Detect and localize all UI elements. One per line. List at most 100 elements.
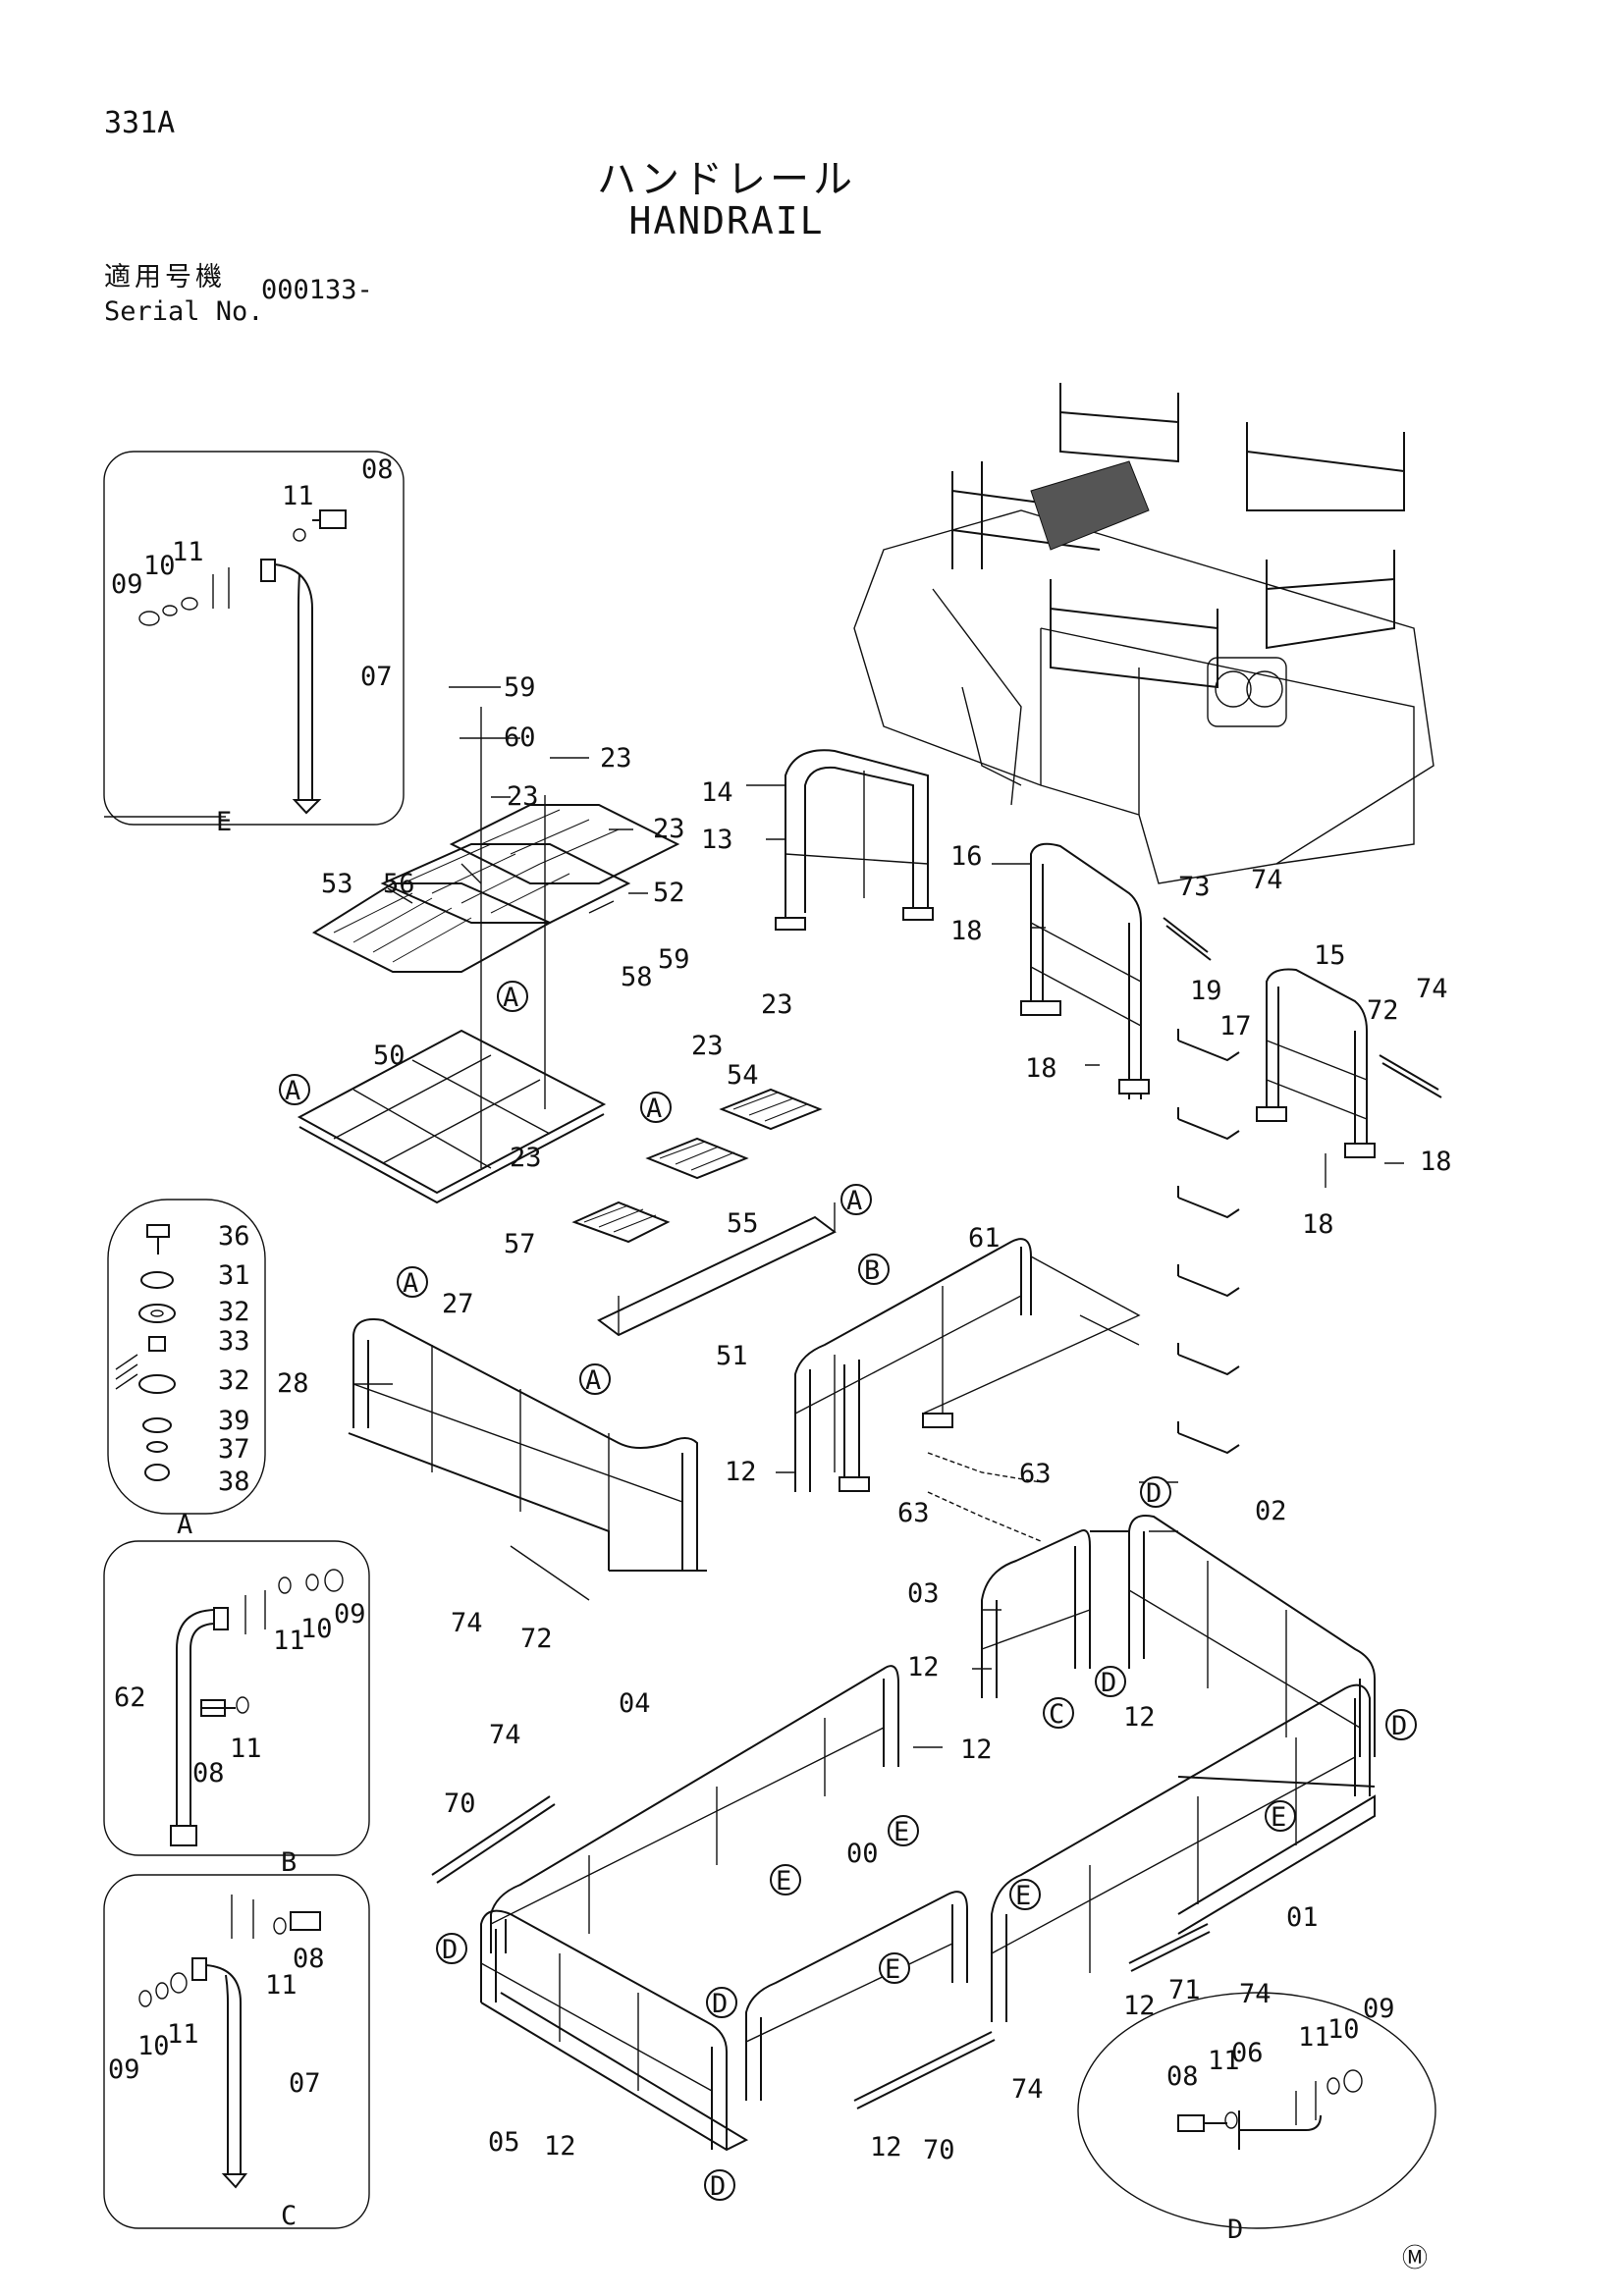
- callout-e-10: 10: [143, 551, 176, 581]
- ref-marker-a: A: [397, 1266, 428, 1299]
- ref-marker-a: A: [579, 1363, 611, 1396]
- ref-marker-a: A: [640, 1092, 672, 1124]
- svg-text:D: D: [1391, 1711, 1407, 1741]
- callout-12: 12: [1123, 1991, 1156, 2021]
- callout-c-11: 11: [167, 2019, 199, 2050]
- callout-d-08: 08: [1166, 2061, 1199, 2092]
- callout-23: 23: [507, 781, 539, 812]
- handrail-14: [775, 749, 934, 931]
- callout-d-11: 11: [1208, 2046, 1240, 2076]
- svg-text:A: A: [646, 1094, 662, 1124]
- ref-marker-a: A: [279, 1074, 310, 1106]
- detail-label-a: A: [177, 1510, 192, 1540]
- page-code: 331A: [104, 106, 176, 140]
- machine-upper-structure: [853, 383, 1435, 884]
- handrail-00: [745, 1891, 968, 2101]
- ref-marker-d: D: [1140, 1476, 1171, 1509]
- callout-b-11: 11: [273, 1626, 305, 1656]
- ref-marker-d: D: [1095, 1666, 1126, 1698]
- svg-text:D: D: [712, 1989, 728, 2019]
- ref-marker-d: D: [706, 1987, 737, 2019]
- callout-63: 63: [1019, 1459, 1052, 1489]
- detail-label-e: E: [216, 807, 232, 837]
- callout-b-62: 62: [114, 1682, 146, 1713]
- callouts-detail-b: 62 08 11 11 10 09 B: [114, 1599, 366, 1878]
- callout-18: 18: [1420, 1147, 1452, 1177]
- brackets-17: [1177, 1029, 1240, 1455]
- ref-marker-e: E: [879, 1952, 910, 1985]
- serial-label: Serial No.: [104, 296, 264, 327]
- callouts-detail-c: 08 11 11 10 09 07 C: [108, 1944, 325, 2231]
- svg-text:A: A: [503, 983, 518, 1013]
- callout-18: 18: [950, 916, 983, 946]
- svg-text:A: A: [285, 1076, 300, 1106]
- callout-d-10: 10: [1327, 2014, 1360, 2045]
- callout-18: 18: [1025, 1053, 1057, 1084]
- ref-marker-a: A: [497, 981, 528, 1013]
- callout-c-09: 09: [108, 2055, 140, 2085]
- leader-lines: [353, 686, 1404, 1748]
- callout-55: 55: [727, 1208, 759, 1239]
- callout-15: 15: [1314, 940, 1346, 971]
- handrail-27: [348, 1318, 707, 1601]
- callout-23: 23: [761, 989, 793, 1020]
- callout-a-32: 32: [218, 1297, 250, 1327]
- callout-63: 63: [897, 1498, 930, 1528]
- svg-text:A: A: [403, 1268, 418, 1299]
- callout-18: 18: [1302, 1209, 1334, 1240]
- callout-58: 58: [621, 962, 653, 992]
- callout-d-11: 11: [1298, 2022, 1330, 2053]
- callout-12: 12: [960, 1735, 993, 1765]
- callout-23: 23: [600, 743, 632, 774]
- callout-73: 73: [1178, 872, 1211, 902]
- callout-59: 59: [658, 944, 690, 975]
- callout-b-09: 09: [334, 1599, 366, 1629]
- ref-marker-a: A: [840, 1184, 872, 1216]
- ref-marker-e: E: [1265, 1800, 1296, 1833]
- walkway-frame-50: [297, 707, 607, 1204]
- svg-text:D: D: [442, 1935, 458, 1965]
- ref-marker-d: D: [704, 2169, 735, 2202]
- detail-view-c: [103, 1874, 370, 2229]
- callout-04: 04: [619, 1688, 651, 1719]
- handrail-03: [981, 1529, 1130, 1698]
- callout-74: 74: [1011, 2074, 1044, 2105]
- svg-text:C: C: [1049, 1699, 1064, 1730]
- detail-view-d: [1077, 1992, 1436, 2229]
- manufacturer-mark: Ⓜ: [1402, 2244, 1429, 2273]
- callout-56: 56: [383, 869, 415, 899]
- callout-12: 12: [907, 1652, 940, 1682]
- svg-text:E: E: [885, 1954, 900, 1985]
- callout-28: 28: [277, 1368, 309, 1399]
- callout-e-08: 08: [361, 454, 394, 485]
- callout-59: 59: [504, 672, 536, 703]
- callout-52: 52: [653, 878, 685, 908]
- callout-a-37: 37: [218, 1434, 250, 1465]
- svg-text:A: A: [846, 1186, 862, 1216]
- callout-01: 01: [1286, 1902, 1319, 1933]
- callout-d-06: 06: [1231, 2038, 1264, 2068]
- callout-57: 57: [504, 1229, 536, 1259]
- ref-marker-d: D: [1385, 1709, 1417, 1741]
- svg-text:E: E: [1015, 1881, 1031, 1911]
- serial-value: 000133-: [261, 275, 373, 305]
- callout-03: 03: [907, 1578, 940, 1609]
- handrail-02: [1128, 1515, 1376, 1788]
- detail-label-b: B: [281, 1847, 297, 1878]
- svg-text:B: B: [864, 1255, 880, 1286]
- detail-label-d: D: [1227, 2215, 1243, 2245]
- callout-74: 74: [451, 1608, 483, 1638]
- callouts-detail-e: 08 11 11 10 09 07 E: [111, 454, 394, 837]
- callout-53: 53: [321, 869, 353, 899]
- callout-16: 16: [950, 841, 983, 872]
- handrail-01: [991, 1683, 1376, 2022]
- detail-view-e: [103, 451, 405, 826]
- callout-c-08: 08: [293, 1944, 325, 1974]
- stays: [431, 917, 1442, 2109]
- callout-70: 70: [444, 1789, 476, 1819]
- callout-74: 74: [1416, 974, 1448, 1004]
- callout-e-07: 07: [360, 662, 393, 692]
- callout-05: 05: [488, 2127, 520, 2158]
- ref-marker-e: E: [770, 1864, 801, 1896]
